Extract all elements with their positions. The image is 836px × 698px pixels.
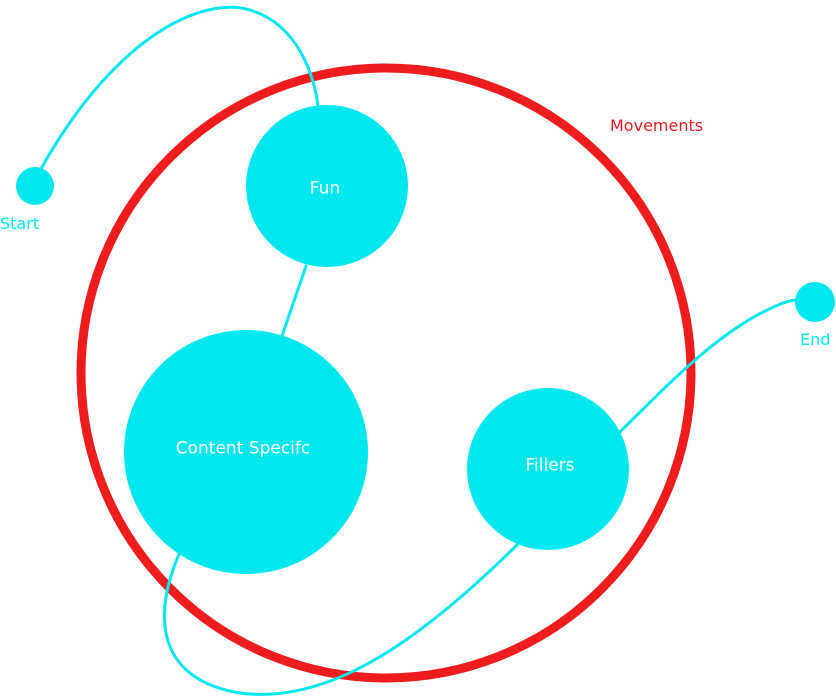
connector-content-fillers [162,543,519,696]
movements-label: Movements [610,116,704,135]
node-content-specific [124,330,368,574]
start-dot [16,167,54,205]
end-dot [795,282,835,322]
start-label: Start [0,214,40,233]
end-label: End [800,330,831,349]
node-fillers [467,388,629,550]
node-fun [246,105,408,267]
connector-start-fun [34,5,320,180]
fun-label: Fun [309,178,341,199]
connector-fun-content [280,264,308,338]
content-specific-label: Content Specifc [175,438,311,459]
movements-ring [76,63,696,683]
connector-fillers-end [618,298,818,434]
fillers-label: Fillers [525,455,575,476]
